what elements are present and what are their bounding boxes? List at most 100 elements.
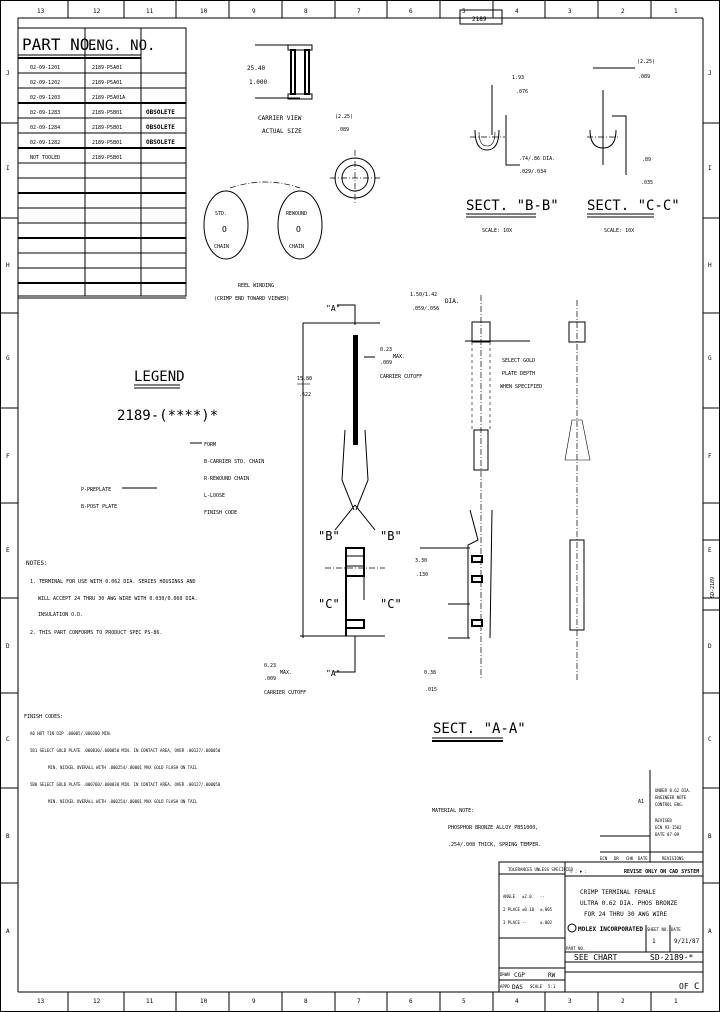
zone-number-top: 13 (37, 8, 45, 15)
view-label-a-bottom: "A" (326, 669, 340, 678)
legend-item: B-CARRIER STD. CHAIN (204, 459, 264, 465)
zone-letter-left: C (6, 736, 10, 743)
rev-desc: ENGINEER NOTE (655, 795, 687, 800)
sec-c-dim2a: .89 (642, 157, 651, 163)
zone-letter-right: I (708, 165, 712, 172)
sec-a-note: PLATE DEPTH (502, 371, 535, 377)
cutoff-top-label: CARRIER CUTOFF (380, 374, 422, 380)
zone-number-top: 1 (674, 8, 678, 15)
title-block: TOLERANCES UNLESS SPECIFIED ANGLE±2.0--2… (498, 861, 704, 993)
rev-note: DATE 07-09 (655, 832, 680, 837)
status-cell: OBSOLETE (146, 124, 175, 131)
sec-c-dim1b: .089 (638, 74, 650, 80)
carrier-dim-in: 1.000 (249, 79, 267, 86)
sec-b-dim2a: .74/.86 DIA. (519, 156, 555, 162)
eng-no-cell: 2189-P5A01 (92, 65, 122, 71)
rev-note: REVISED (655, 818, 672, 823)
rev-note: ECN 93-1502 (655, 825, 682, 830)
material-line: .254/.008 THICK, SPRING TEMPER. (448, 842, 541, 848)
sec-a-dia-label: DIA. (445, 298, 459, 305)
zone-letter-left: B (6, 833, 10, 840)
zone-letter-left: F (6, 453, 10, 460)
reel-left-o: O (222, 225, 227, 234)
zone-letter-left: E (6, 547, 10, 554)
section-c-c: (2.25) .089 .89 .035 SECT. "C-C" SCALE: … (587, 59, 680, 234)
drawing-title-2: ULTRA 0.62 DIA. PHOS BRONZE (580, 900, 678, 907)
zone-letter-left: G (6, 355, 10, 362)
reel-left-chain: CHAIN (214, 244, 229, 250)
zone-letter-right: B (708, 833, 712, 840)
rev-col: DATE (638, 856, 648, 861)
zone-number-top: 6 (409, 8, 413, 15)
finish-line: 5B8 SELECT GOLD PLATE .000760/.000030 MI… (30, 782, 221, 787)
sec-a-dia-in: .059/.056 (412, 306, 439, 312)
drawn-label: DRWN (500, 972, 510, 977)
section-a-title: SECT. "A-A" (433, 721, 526, 737)
drawing-title-1: CRIMP TERMINAL FEMALE (580, 889, 656, 896)
finish-line: MIN. NICKEL OVERALL WITH .000254/.00001 … (48, 799, 198, 804)
sec-a-dim2-mm: 0.38 (424, 670, 436, 676)
rev-desc: UNDER 0.62 DIA. (655, 788, 691, 793)
reel-left-label: STD. (215, 211, 227, 217)
section-b-title: SECT. "B-B" (466, 198, 559, 214)
tolerance-cell: ANGLE (503, 894, 516, 899)
finish-codes: FINISH CODES: A0 HOT TIN DIP .00005/.000… (24, 714, 221, 804)
zone-number-bottom: 9 (252, 998, 256, 1005)
section-b-marker-left: "B" (318, 529, 340, 543)
zone-number-bottom: 2 (621, 998, 625, 1005)
sheet-no: 1 (652, 938, 656, 945)
carrier-dim-mm: 25.40 (247, 65, 265, 72)
sec-b-dim1b: .076 (516, 89, 528, 95)
length-mm: 15.80 (297, 376, 312, 382)
end-view-dim-a: (2.25) (335, 114, 353, 120)
note-line: 2. THIS PART CONFORMS TO PRODUCT SPEC PS… (30, 630, 162, 636)
material-title: MATERIAL NOTE: (432, 808, 474, 814)
eng-no-cell: 2189-P5B01 (92, 140, 122, 146)
reel-right-o: O (296, 225, 301, 234)
cutoff-bottom-mm: 0.23 (264, 663, 276, 669)
length-in: .622 (299, 392, 311, 398)
doc-no-value: SD-2189-* (650, 953, 694, 962)
rev-letter: A1 (638, 799, 644, 805)
zone-letter-right: H (708, 262, 712, 269)
zone-number-top: 7 (357, 8, 361, 15)
sec-a-note: WHEN SPECIFIED (500, 384, 542, 390)
date-label: DATE (671, 927, 681, 932)
zone-letter-right: A (708, 928, 712, 935)
zone-number-bottom: 6 (409, 998, 413, 1005)
legend-item: FINISH CODE (204, 510, 237, 516)
revision-block: A1 UNDER 0.62 DIA. ENGINEER NOTE CONTROL… (600, 770, 703, 862)
sec-c-dim2b: .035 (641, 180, 653, 186)
zone-number-bottom: 12 (93, 998, 101, 1005)
tolerance-cell: ±2.0 (522, 894, 532, 899)
doc-tab (459, 9, 503, 25)
rev-col: DR (614, 856, 619, 861)
zone-number-top: 2 (621, 8, 625, 15)
rev-col: CHK (626, 856, 634, 861)
zone-number-top: 3 (568, 8, 572, 15)
cutoff-bottom-label: CARRIER CUTOFF (264, 690, 306, 696)
tolerance-cell: -- (540, 894, 545, 899)
cutoff-top-mm: 0.23 (380, 347, 392, 353)
drawing-title-3: FOR 24 THRU 30 AWG WIRE (584, 911, 667, 918)
zone-letter-left: A (6, 928, 10, 935)
side-tab-text: SD-2189 (710, 577, 716, 598)
reel-right-label: REWOUND (286, 211, 307, 217)
drawn-value: CGP (514, 972, 525, 979)
zone-number-bottom: 11 (146, 998, 154, 1005)
main-view: "A" 15.80 .622 "B" "B" "C" "C" "A" 0.23 … (264, 304, 422, 696)
tolerance-cell: ±.005 (540, 907, 553, 912)
part-no-cell: 02-09-1284 (30, 125, 60, 131)
cutoff-top-max: MAX. (393, 354, 405, 360)
tolerance-cell: 2 PLACE (503, 907, 520, 912)
zone-number-bottom: 4 (515, 998, 519, 1005)
zone-number-bottom: 3 (568, 998, 572, 1005)
finish-line: MIN. NICKEL OVERALL WITH .000254/.00001 … (48, 765, 198, 770)
eng-no-cell: 2189-P5B01 (92, 155, 122, 161)
carrier-view-label: CARRIER VIEW (258, 115, 302, 122)
sec-a-dia-mm: 1.50/1.42 (410, 292, 437, 298)
